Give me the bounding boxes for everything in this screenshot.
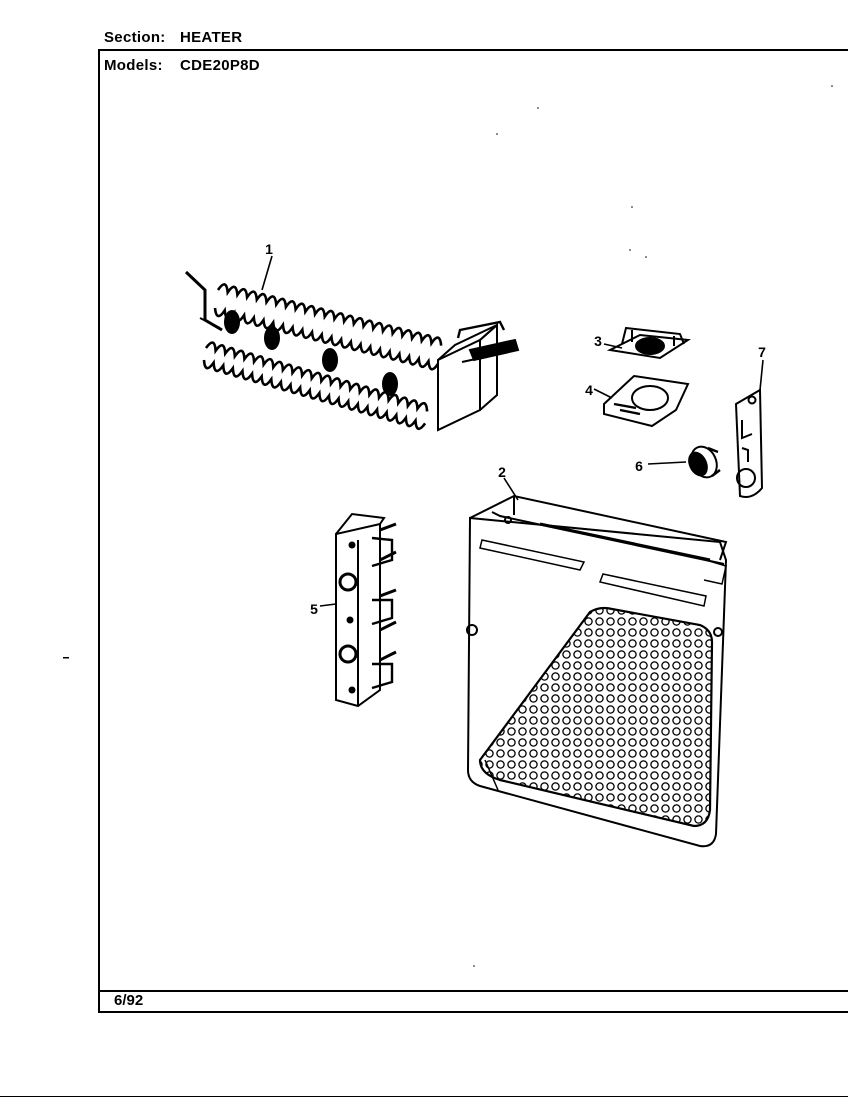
leader-6 bbox=[647, 461, 687, 465]
scan-specks bbox=[63, 85, 833, 967]
models-label: Models: bbox=[104, 57, 163, 74]
bottom-rule bbox=[0, 1096, 848, 1097]
leader-4 bbox=[593, 388, 613, 399]
leader-7 bbox=[759, 359, 764, 391]
callout-labels: 1 2 3 4 5 6 7 bbox=[265, 241, 766, 617]
leader-2 bbox=[503, 477, 519, 501]
leader-3 bbox=[603, 343, 623, 349]
section-label: Section: bbox=[104, 29, 166, 46]
callout-1: 1 bbox=[265, 241, 273, 257]
bracket-part bbox=[734, 388, 764, 498]
high-limit-thermostat-part bbox=[688, 445, 721, 479]
heater-element-part bbox=[184, 270, 520, 432]
footer-rule bbox=[100, 990, 848, 992]
leader-5 bbox=[319, 603, 337, 607]
models-value: CDE20P8D bbox=[180, 57, 260, 74]
callout-2: 2 bbox=[498, 464, 506, 480]
diagram-frame bbox=[98, 49, 848, 1013]
section-value: HEATER bbox=[180, 29, 243, 46]
heater-coil-upper bbox=[213, 283, 443, 371]
heater-terminal-bracket bbox=[437, 320, 520, 432]
heater-insulators bbox=[224, 310, 398, 396]
callout-5: 5 bbox=[310, 601, 318, 617]
models-heading: Models: CDE20P8D bbox=[104, 57, 260, 74]
section-heading: Section: HEATER bbox=[104, 29, 242, 46]
callout-4: 4 bbox=[585, 382, 593, 398]
callout-7: 7 bbox=[758, 344, 766, 360]
terminal-block-part bbox=[335, 512, 397, 708]
gasket-part bbox=[603, 374, 690, 428]
heater-housing-part bbox=[466, 494, 728, 848]
footer-date: 6/92 bbox=[114, 992, 144, 1009]
callout-6: 6 bbox=[635, 458, 643, 474]
thermostat-part bbox=[606, 326, 691, 360]
callout-leaders bbox=[261, 255, 764, 607]
heater-coil-lower bbox=[202, 341, 429, 431]
leader-1 bbox=[261, 255, 273, 291]
callout-3: 3 bbox=[594, 333, 602, 349]
